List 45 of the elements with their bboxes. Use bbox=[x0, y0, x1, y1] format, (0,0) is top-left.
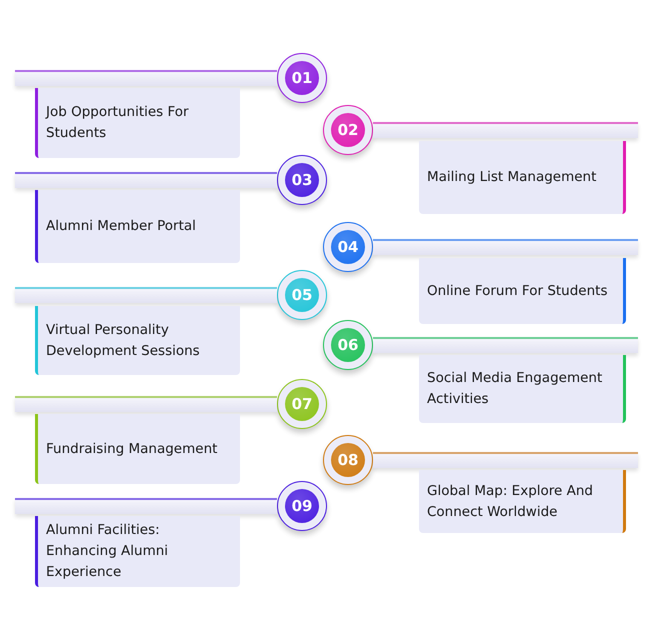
card-text: Alumni Facilities: Enhancing Alumni Experience bbox=[46, 521, 170, 582]
step-number: 05 bbox=[292, 286, 312, 304]
ribbon-bar bbox=[15, 70, 277, 86]
step-number-badge bbox=[323, 105, 373, 155]
step-number-badge bbox=[277, 481, 327, 531]
card-text: Mailing List Management bbox=[427, 168, 596, 187]
ribbon-bar bbox=[15, 287, 277, 303]
ribbon-bar bbox=[373, 452, 638, 468]
step-number-badge bbox=[277, 270, 327, 320]
card-text: Virtual Personality Development Sessions bbox=[46, 320, 201, 360]
step-number: 04 bbox=[338, 238, 358, 256]
text-card bbox=[35, 414, 240, 484]
step-number-badge bbox=[277, 53, 327, 103]
ribbon-bar bbox=[15, 172, 277, 188]
ribbon-bar bbox=[373, 122, 638, 138]
step-number-badge bbox=[277, 379, 327, 429]
step-number: 02 bbox=[338, 121, 358, 139]
step-number: 09 bbox=[292, 497, 312, 515]
card-text: Social Media Engagement Activities bbox=[427, 369, 604, 409]
step-number: 07 bbox=[292, 395, 312, 413]
text-card bbox=[419, 258, 626, 324]
ribbon-bar bbox=[15, 498, 277, 514]
step-number: 08 bbox=[338, 451, 358, 469]
card-text: Alumni Member Portal bbox=[46, 217, 196, 236]
card-text: Online Forum For Students bbox=[427, 282, 608, 300]
text-card bbox=[35, 306, 240, 375]
card-text: Fundraising Management bbox=[46, 440, 218, 458]
ribbon-bar bbox=[373, 337, 638, 353]
text-card bbox=[35, 516, 240, 587]
step-number: 03 bbox=[292, 171, 312, 189]
step-number-badge bbox=[277, 155, 327, 205]
text-card bbox=[419, 355, 626, 423]
card-text: Global Map: Explore And Connect Worldwide bbox=[427, 482, 594, 522]
text-card bbox=[35, 88, 240, 158]
step-number-badge bbox=[323, 435, 373, 485]
step-number: 01 bbox=[292, 69, 312, 87]
text-card bbox=[35, 190, 240, 263]
text-card bbox=[419, 470, 626, 533]
ribbon-bar bbox=[15, 396, 277, 412]
card-text: Job Opportunities For Students bbox=[46, 103, 190, 143]
text-card bbox=[419, 141, 626, 214]
step-number-badge bbox=[323, 320, 373, 370]
ribbon-bar bbox=[373, 239, 638, 255]
step-number-badge bbox=[323, 222, 373, 272]
step-number: 06 bbox=[338, 336, 358, 354]
